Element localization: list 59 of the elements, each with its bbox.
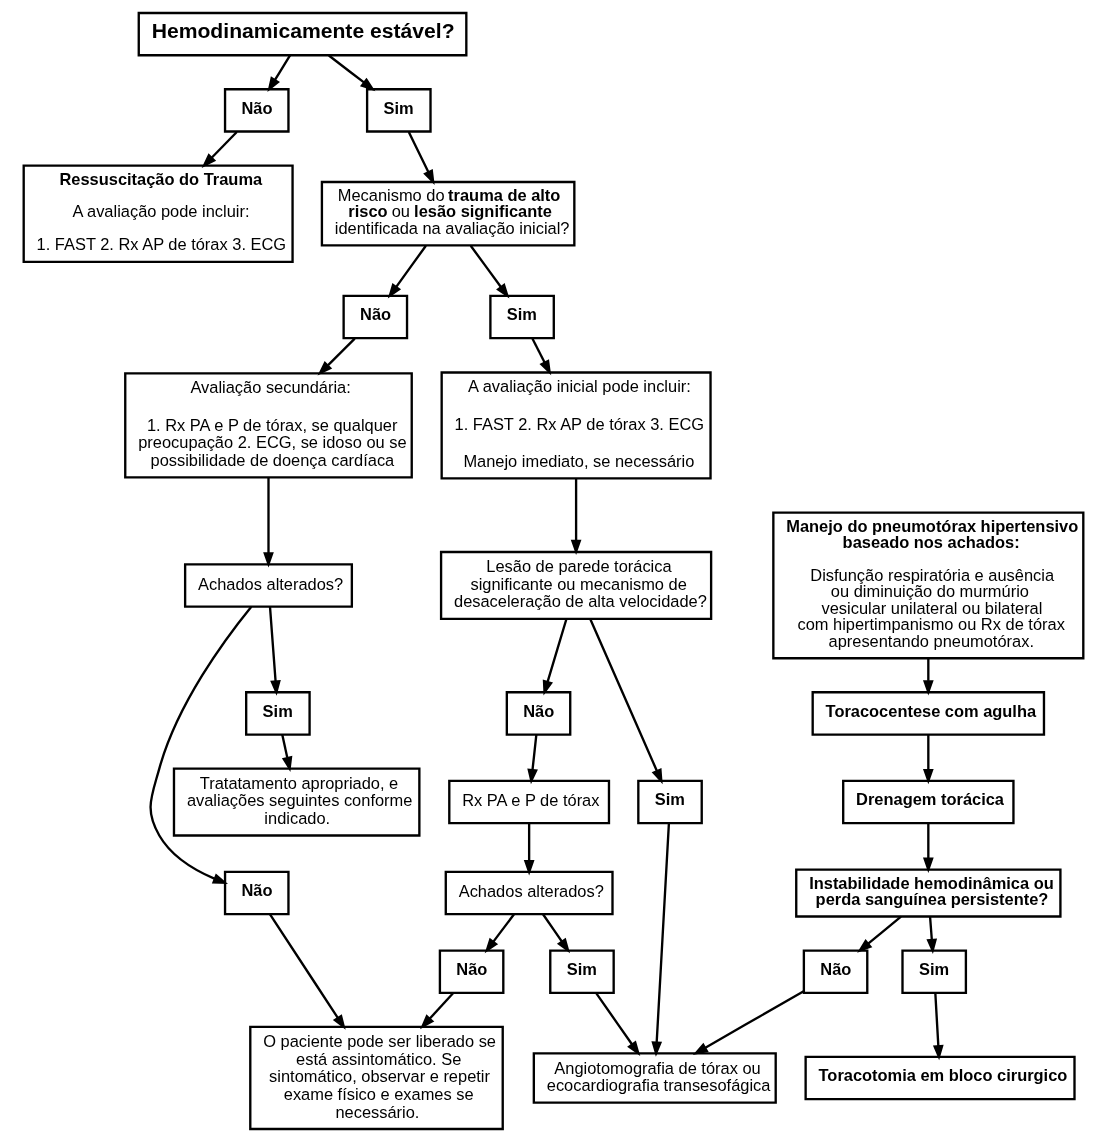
node-box: Angiotomografia de tórax ou ecocardiografia transesofágica: [532, 1052, 777, 1104]
node-box: Avaliação secundária: 1. Rx PA e P de tórax, se qualquer preocupação 2. ECG, se idoso ou se possibilidade de doença cardíaca: [124, 372, 413, 479]
node-box: Não: [223, 870, 290, 916]
node-box: Sim: [489, 294, 555, 340]
node-box: Tratatamento apropriado, e avaliações seguintes conforme indicado.: [172, 767, 421, 837]
node-box: Toracotomia em bloco cirurgico: [804, 1055, 1076, 1101]
node-box: Sim: [637, 779, 703, 825]
arrow: [922, 658, 934, 696]
node-box: Achados alterados?: [444, 870, 614, 916]
node-box: Não: [505, 691, 572, 736]
arrow: [692, 990, 805, 1055]
arrow: [201, 131, 238, 168]
node-box: Não: [438, 949, 505, 995]
arrow: [922, 823, 934, 873]
node-box: A avaliação inicial pode incluir: 1. FAST 2. Rx AP de tórax 3. ECG Manejo imediato, se necessário: [440, 371, 712, 480]
node-box: Rx PA e P de tórax: [448, 779, 611, 825]
node-box: Achados alterados?: [183, 563, 354, 608]
node-box: Sim: [365, 88, 432, 133]
node-box: Sim: [245, 691, 311, 736]
arrow: [267, 54, 292, 93]
node-box: Lesão de parede torácica significante ou mecanismo de desaceleração de alta velocidade?: [439, 550, 713, 621]
node-box: Hemodinamicamente estável?: [137, 11, 468, 57]
arrow: [926, 916, 938, 955]
node-box: Não: [223, 88, 290, 133]
arrow: [149, 606, 253, 885]
node-box: Drenagem torácica: [842, 779, 1015, 825]
arrow: [651, 823, 671, 1057]
node-box: Instabilidade hemodinâmica ou perda sanguínea persistente?: [795, 868, 1062, 918]
arrow: [317, 337, 356, 376]
node-box: Não: [342, 294, 409, 340]
arrow: [542, 913, 571, 954]
arrow: [527, 734, 538, 785]
arrow: [420, 992, 455, 1030]
arrow: [469, 245, 510, 299]
arrow: [269, 913, 346, 1030]
arrow: [531, 338, 552, 376]
node-box: O paciente pode ser liberado se está assintomático. Se sintomático, observar e repetir exame físico e exames se necessário.: [249, 1025, 504, 1131]
arrow: [542, 618, 568, 696]
arrow: [263, 477, 274, 568]
arrow: [387, 245, 427, 299]
arrow: [589, 618, 663, 785]
node-box: Mecanismo do trauma de alto risco ou lesão significante identificada na avaliação inicial?: [320, 180, 576, 247]
arrow: [268, 606, 281, 696]
node-box: Toracocentese com agulha: [811, 691, 1046, 736]
arrow: [328, 54, 376, 92]
arrow: [281, 734, 293, 772]
node-box: Ressuscitação do Trauma A avaliação pode incluir: 1. FAST 2. Rx AP de tórax 3. ECG: [22, 164, 294, 264]
node-box: Manejo do pneumotórax hipertensivo baseado nos achados: Disfunção respiratória e ausência ou diminuição do murmúrio vesicular unilateral ou bilateral com hipertimpanismo ou Rx de tórax apresentando pneumotórax.: [772, 511, 1085, 660]
arrow: [932, 992, 944, 1061]
node-box: Sim: [549, 949, 615, 995]
arrow: [523, 823, 535, 876]
arrow: [857, 915, 902, 953]
arrow: [595, 992, 641, 1057]
node-box: Sim: [901, 949, 968, 995]
arrow: [484, 913, 515, 954]
arrow: [570, 478, 582, 556]
node-box: Não: [802, 949, 869, 995]
arrow: [922, 734, 934, 785]
arrow: [407, 131, 435, 185]
